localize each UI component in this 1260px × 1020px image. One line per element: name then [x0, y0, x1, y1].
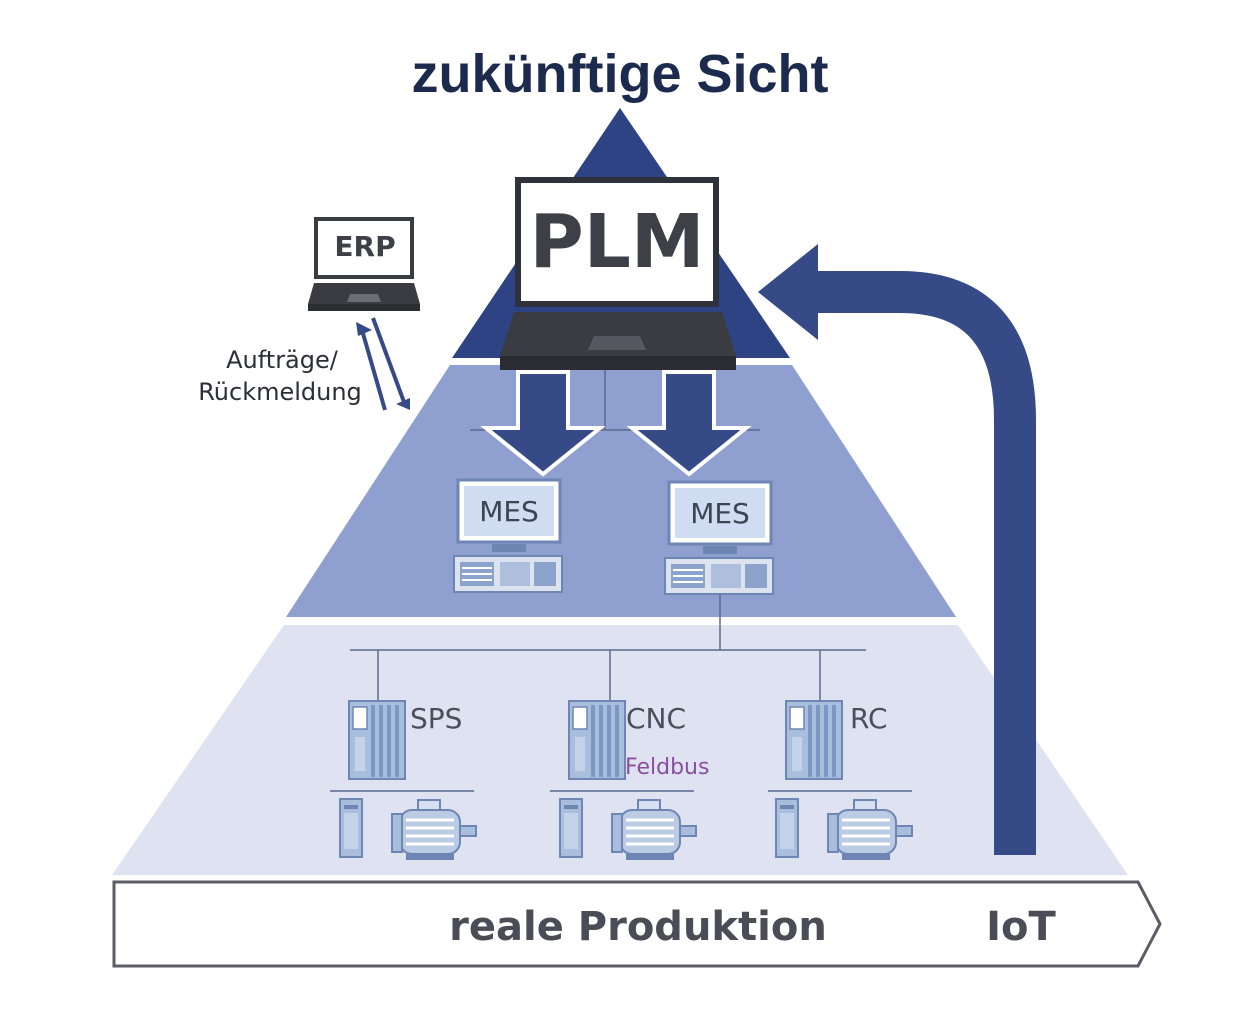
rc-label: RC [850, 702, 888, 735]
pyramid-middle-tier [286, 365, 956, 617]
cnc-controller [568, 700, 626, 780]
plm-laptop [500, 177, 736, 370]
fieldbus-label: Feldbus [625, 755, 709, 780]
drive-rc [775, 798, 799, 858]
rc-controller [785, 700, 843, 780]
cnc-label: CNC [626, 702, 686, 735]
plm-to-mes-arrow-right [626, 370, 752, 477]
mes-label-right: MES [690, 497, 750, 530]
plm-label: PLM [529, 199, 704, 285]
diagram-title: zukünftige Sicht [412, 44, 829, 104]
iot-feedback-arrow [758, 244, 1036, 855]
production-bar [112, 880, 1162, 968]
production-label: reale Produktion [449, 904, 827, 950]
sps-label: SPS [410, 702, 462, 735]
sps-controller [348, 700, 406, 780]
erp-laptop [308, 217, 420, 311]
erp-exchange-label-line1: Aufträge/ [226, 346, 339, 374]
mes-computer-right [664, 480, 774, 595]
drive-cnc [559, 798, 583, 858]
mes-computer-left [453, 478, 563, 593]
erp-exchange-arrows [356, 317, 410, 411]
plm-to-mes-arrow-left [480, 370, 606, 477]
erp-label: ERP [334, 230, 395, 263]
iot-label: IoT [986, 904, 1056, 950]
erp-exchange-label-line2: Rückmeldung [198, 378, 362, 406]
mes-label-left: MES [479, 495, 539, 528]
drive-sps [339, 798, 363, 858]
